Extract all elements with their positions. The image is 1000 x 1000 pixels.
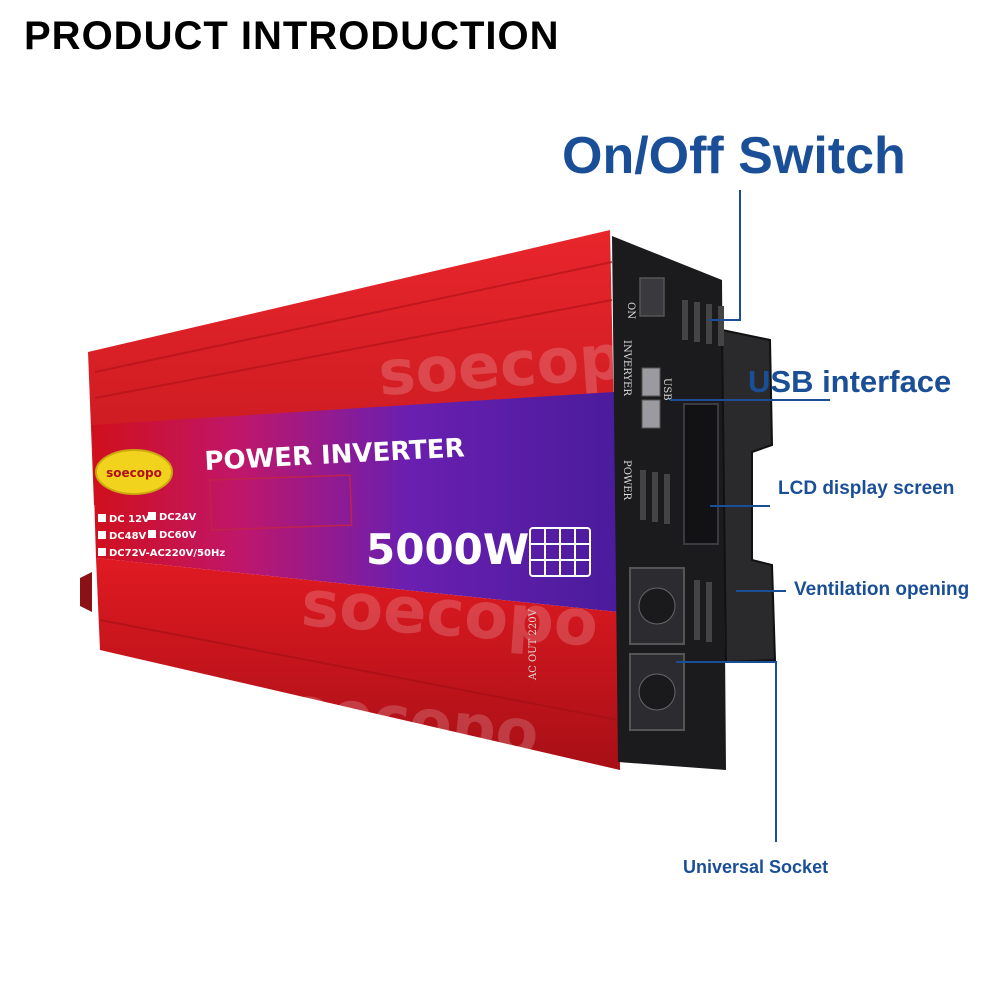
panel-label-power: POWER	[621, 460, 632, 501]
svg-text:DC72V-AC220V/50Hz: DC72V-AC220V/50Hz	[109, 548, 225, 559]
brand-logo	[95, 449, 173, 495]
ventilation-slots	[682, 300, 724, 346]
lcd-display	[683, 403, 719, 545]
panel-label-ac-out: AC OUT 220V	[528, 608, 539, 681]
voltage-options: DC 12V DC24V DC48V DC60V DC72V-AC220V/50…	[98, 512, 225, 559]
page-title: PRODUCT INTRODUCTION	[24, 14, 560, 58]
case-bottom	[96, 558, 620, 770]
leader-socket	[676, 661, 777, 842]
ventilation-slots	[640, 470, 670, 524]
callout-ventilation-opening: Ventilation opening	[794, 579, 970, 600]
panel-label-on: ON	[625, 302, 636, 319]
svg-text:DC48V: DC48V	[109, 531, 147, 542]
leader-on-off	[708, 190, 741, 321]
ventilation-slots	[694, 580, 712, 642]
callout-universal-socket: Universal Socket	[683, 857, 829, 877]
callout-usb-interface: USB interface	[748, 364, 952, 399]
callout-lcd-display-screen: LCD display screen	[778, 478, 955, 499]
brand-logo-text: soecopo	[106, 466, 162, 480]
label-panel	[209, 474, 353, 531]
svg-text:DC60V: DC60V	[159, 530, 197, 541]
universal-sockets	[629, 567, 685, 731]
svg-text:DC24V: DC24V	[159, 512, 197, 523]
case-label-band	[92, 392, 618, 612]
panel-label-inverter: INVERYER	[621, 340, 632, 396]
svg-text:DC 12V: DC 12V	[109, 514, 150, 525]
case-terminal	[80, 572, 92, 612]
callout-on-off-switch: On/Off Switch	[562, 127, 906, 185]
panel-label-usb: USB	[661, 378, 672, 401]
on-off-switch	[639, 277, 665, 317]
usb-ports	[641, 367, 661, 429]
solar-panel-icon	[529, 527, 591, 577]
product-wattage: 5000W	[366, 525, 529, 574]
callout-leaders	[670, 190, 830, 842]
